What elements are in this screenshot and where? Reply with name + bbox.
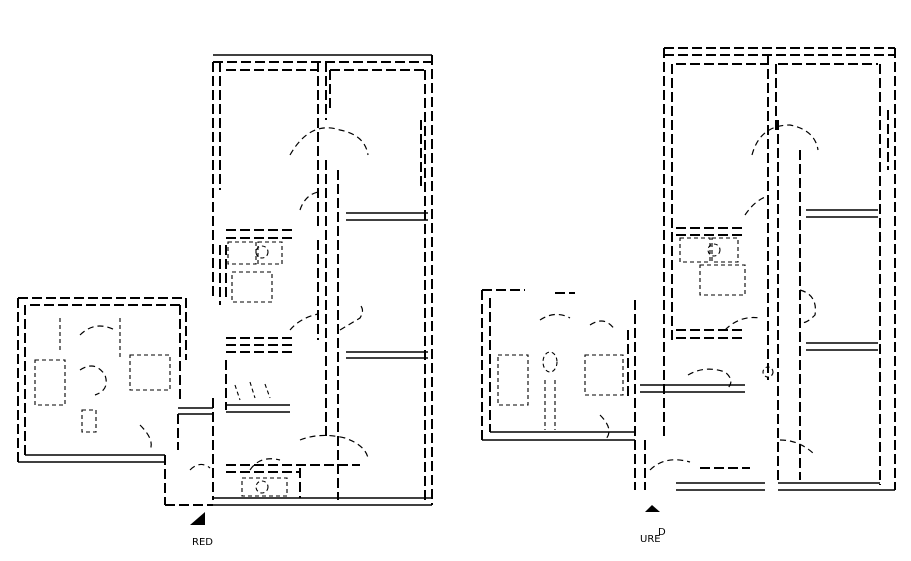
- right-wing-fixture-a: [497, 354, 529, 406]
- left-wing-fixture-a: [34, 359, 66, 406]
- left-kitchen-fixture: [227, 241, 257, 265]
- north-arrow-icon: [190, 512, 205, 525]
- left-vanity-fixture: [241, 477, 288, 497]
- right-plan-label: URE: [640, 534, 661, 545]
- right-wing-fixture-b: [584, 354, 624, 396]
- right-floor-plan: URE D: [481, 47, 896, 545]
- left-floor-plan: RED: [17, 54, 433, 548]
- left-wing-fixture-b: [129, 354, 171, 391]
- right-kitchen-fixture: [679, 237, 711, 263]
- right-plan-label-suffix: D: [658, 527, 666, 538]
- right-north-arrow-icon: [645, 505, 660, 512]
- left-plan-label: RED: [192, 537, 213, 548]
